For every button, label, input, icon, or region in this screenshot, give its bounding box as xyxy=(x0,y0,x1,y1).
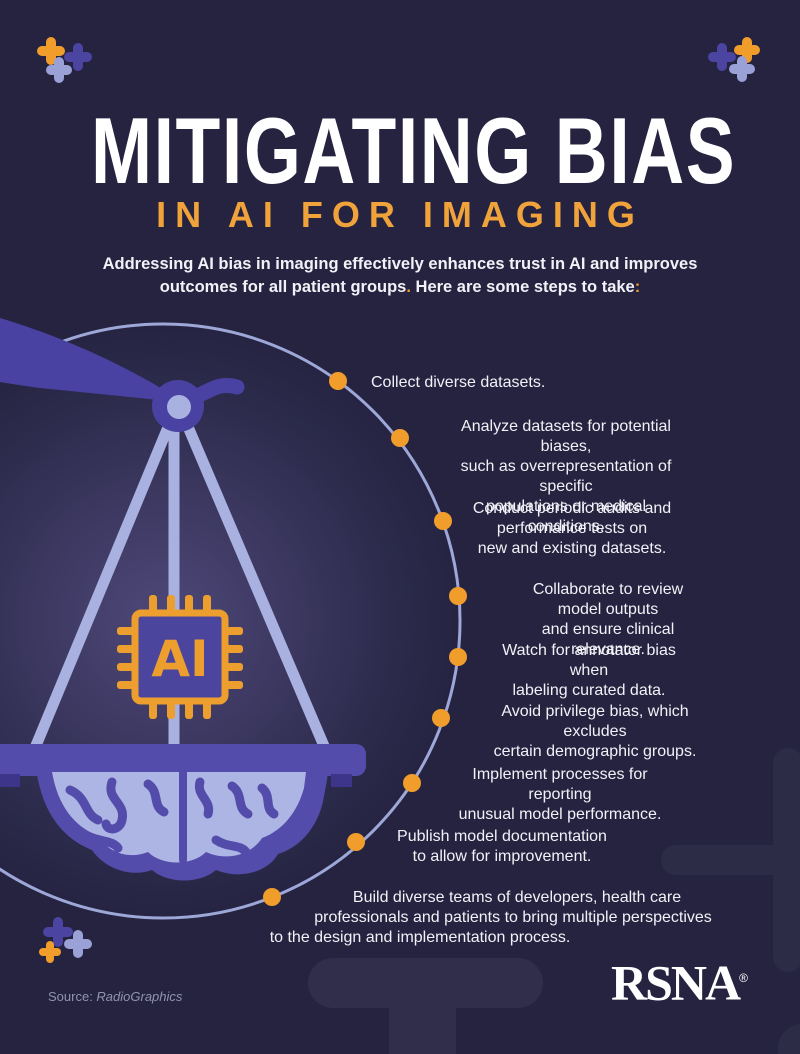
registered-mark-icon: ® xyxy=(739,971,748,985)
step-item-9-line-3: to the design and implementation process… xyxy=(269,929,571,946)
step-dot-3 xyxy=(434,512,452,530)
scale-bar-right-stub xyxy=(331,774,352,787)
step-dot-7 xyxy=(403,774,421,792)
step-item-8: Publish model documentation to allow for… xyxy=(397,828,607,865)
step-item-3: Conduct periodic audits and performance … xyxy=(472,500,672,557)
step-item-9-line-1: Build diverse teams of developers, healt… xyxy=(352,889,682,906)
intro-orange-period: . xyxy=(406,278,411,296)
plus-icon xyxy=(46,57,72,83)
plus-icon xyxy=(43,917,73,947)
intro-line-1: Addressing AI bias in imaging effectivel… xyxy=(102,255,698,273)
step-item-6: Avoid privilege bias, which excludes cer… xyxy=(493,703,697,760)
plus-icon xyxy=(37,37,65,65)
step-dot-6 xyxy=(432,709,450,727)
brain-illustration xyxy=(36,768,328,881)
plus-icon xyxy=(64,930,92,958)
plus-icon xyxy=(39,941,61,963)
scale-beam xyxy=(0,318,178,402)
plus-cluster-bottom-left xyxy=(39,917,92,963)
page-subtitle: IN AI FOR IMAGING xyxy=(156,194,644,235)
source-name: RadioGraphics xyxy=(96,989,183,1004)
intro-line-2: outcomes for all patient groups. Here ar… xyxy=(159,278,641,296)
step-item-2: Analyze datasets for potential biases, s… xyxy=(460,418,672,535)
plus-icon xyxy=(729,56,755,82)
scale-pivot-center xyxy=(167,395,191,419)
plus-icon xyxy=(708,43,736,71)
plus-icon xyxy=(64,43,92,71)
balance-scale-illustration: AI xyxy=(0,318,366,881)
step-item-1: Collect diverse datasets. xyxy=(371,374,546,391)
step-item-4: Collaborate to review model outputs and … xyxy=(532,581,684,658)
step-dot-5 xyxy=(449,648,467,666)
step-item-9-line-2: professionals and patients to bring mult… xyxy=(314,909,712,926)
bg-shape-bottom-right-corner xyxy=(778,1024,800,1054)
bg-plus-right xyxy=(661,748,800,972)
ai-chip-icon: AI xyxy=(117,595,243,719)
intro-paragraph: Addressing AI bias in imaging effectivel… xyxy=(0,253,800,299)
rsna-logo: RSNA® xyxy=(611,954,748,1011)
plus-icon xyxy=(734,37,760,63)
background-decor-shapes xyxy=(308,748,800,1054)
scale-bar xyxy=(0,744,366,776)
page-title: MITIGATING BIAS xyxy=(90,98,737,203)
step-item-7: Implement processes for reporting unusua… xyxy=(458,766,662,823)
step-dot-2 xyxy=(391,429,409,447)
plus-cluster-top-left xyxy=(37,37,92,83)
step-dot-8 xyxy=(347,833,365,851)
step-dot-1 xyxy=(329,372,347,390)
bg-plus-bottom-center xyxy=(308,958,543,1054)
ai-chip-label: AI xyxy=(151,630,208,688)
intro-orange-colon: : xyxy=(634,278,641,296)
plus-cluster-top-right xyxy=(708,37,760,82)
step-dot-4 xyxy=(449,587,467,605)
scale-bar-left-stub xyxy=(0,774,20,787)
step-item-5: Watch for annotator bias when labeling c… xyxy=(502,642,676,699)
source-credit: Source: RadioGraphics xyxy=(48,989,183,1004)
steps-circle-line xyxy=(0,322,462,920)
step-dot-9 xyxy=(263,888,281,906)
